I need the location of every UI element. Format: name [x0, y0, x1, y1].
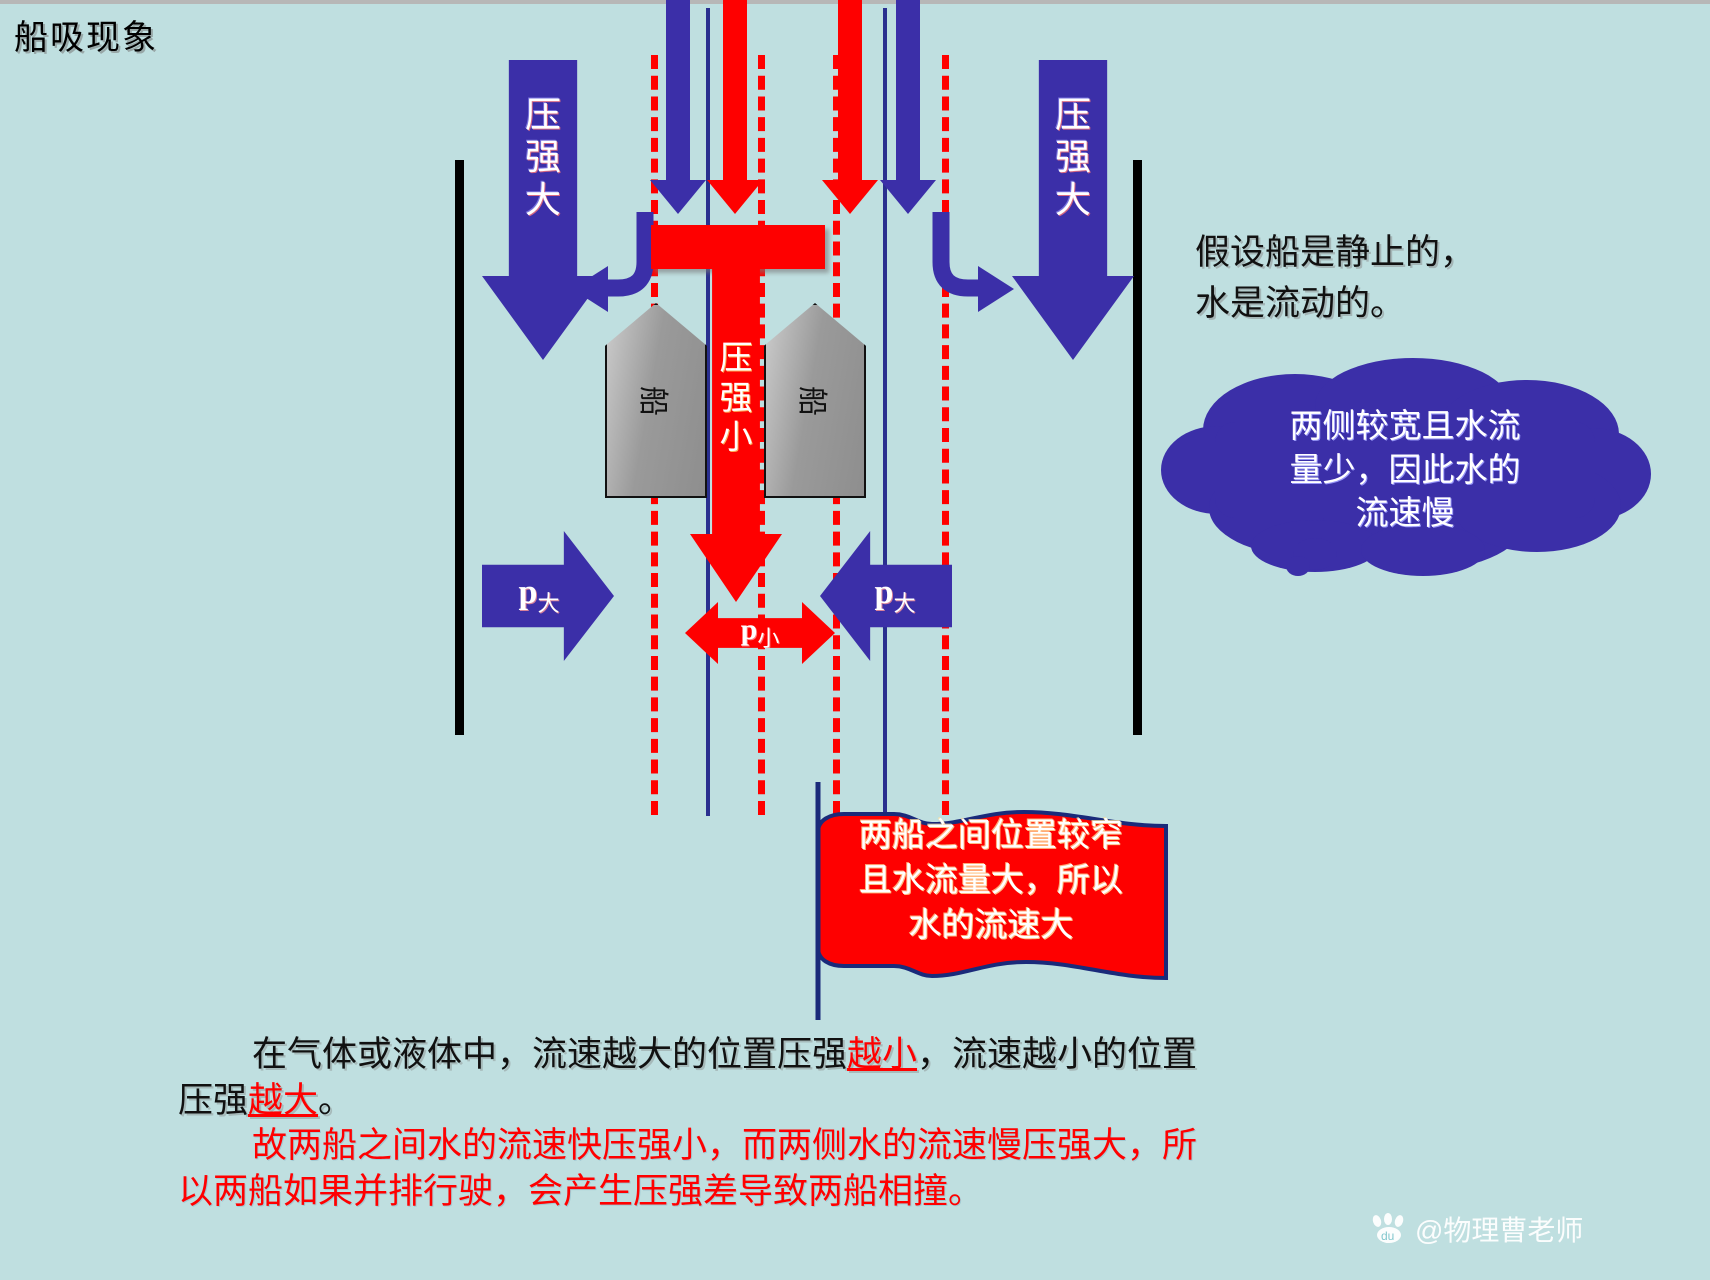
thought-cloud-line1: 两侧较宽且水流	[1289, 409, 1521, 445]
ship-right-label: 船	[795, 385, 828, 416]
label-char: 小	[719, 420, 753, 457]
flag-banner-line3: 水的流速大	[908, 907, 1074, 944]
pressure-symbol: p	[518, 574, 538, 612]
center-flow-cap-bar	[651, 225, 825, 269]
inflow-arrow-blue-2	[880, 0, 936, 214]
conclusion-p1-part-c: 压强	[178, 1080, 249, 1120]
conclusion-block: 在气体或液体中，流速越大的位置压强越小，流速越小的位置压强越大。 故两船之间水的…	[178, 1032, 1478, 1214]
streamline-dashed-2	[758, 55, 765, 815]
label-char: 强	[524, 137, 561, 178]
thought-cloud-text: 两侧较宽且水流 量少，因此水的 流速慢	[1155, 406, 1655, 537]
pressure-arrow-left-label: 压 强 大	[482, 94, 604, 221]
channel-wall-left	[455, 160, 464, 735]
thought-cloud-shape	[1161, 358, 1651, 576]
conclusion-paragraph-1: 在气体或液体中，流速越大的位置压强越小，流速越小的位置压强越大。	[178, 1032, 1478, 1123]
pressure-arrow-right-label: 压 强 大	[1012, 94, 1134, 221]
pressure-subscript: 大	[893, 590, 916, 616]
pressure-symbol: p	[740, 613, 758, 646]
ship-left-label: 船	[636, 385, 669, 416]
side-pressure-right-label: p大	[875, 574, 916, 618]
ship-left: 船	[605, 303, 707, 498]
conclusion-p1-highlight-2: 越大	[248, 1080, 319, 1120]
inflow-arrow-blue-1	[650, 0, 706, 214]
side-pressure-left-label: p大	[519, 574, 560, 618]
label-char: 压	[1054, 95, 1091, 135]
streamline-blue-right	[883, 8, 887, 816]
streamline-blue-left	[706, 8, 710, 816]
assumption-note-line2: 水是流动的。	[1195, 283, 1406, 323]
flag-banner-shape	[815, 782, 1168, 1020]
ship-right: 船	[764, 303, 866, 498]
pressure-arrow-right: 压 强 大	[1012, 60, 1134, 360]
pressure-arrow-left: 压 强 大	[482, 60, 604, 360]
label-char: 大	[1054, 179, 1091, 220]
conclusion-p1-part-b: ，流速越小的位置	[917, 1035, 1198, 1074]
watermark-handle: @物理曹老师	[1415, 1215, 1584, 1246]
conclusion-p1-highlight-1: 越小	[847, 1035, 918, 1074]
streamline-dashed-4	[942, 55, 949, 815]
label-char: 压	[719, 341, 753, 377]
center-pressure-label: p小	[741, 613, 780, 653]
hook-arrow-left	[605, 212, 654, 297]
label-char: 大	[524, 179, 561, 220]
baidu-logo-icon: du	[1371, 1213, 1406, 1244]
label-char: 强	[1054, 137, 1091, 178]
conclusion-p2-line2: 以两船如果并排行驶，会产生压强差导致两船相撞。	[178, 1171, 984, 1211]
side-pressure-arrow-left: p大	[482, 531, 614, 661]
flag-banner-text: 两船之间位置较窄 且水流量大，所以 水的流速大	[786, 814, 1196, 949]
channel-wall-right	[1133, 160, 1142, 735]
thought-cloud: 两侧较宽且水流 量少，因此水的 流速慢	[1155, 358, 1655, 588]
baidu-logo-text: du	[1381, 1229, 1395, 1243]
flag-banner: 两船之间位置较窄 且水流量大，所以 水的流速大	[786, 772, 1196, 1020]
top-strip	[0, 0, 1710, 4]
label-char: 强	[719, 380, 753, 417]
assumption-note-line1: 假设船是静止的，	[1195, 233, 1476, 272]
flag-banner-line1: 两船之间位置较窄	[859, 818, 1123, 854]
thought-cloud-line3: 流速慢	[1355, 496, 1455, 533]
conclusion-p2-line1: 故两船之间水的流速快压强小，而两侧水的流速慢压强大，所	[252, 1126, 1198, 1165]
pressure-subscript: 小	[757, 626, 780, 651]
pressure-subscript: 大	[537, 590, 560, 616]
hook-arrowhead-right	[978, 266, 1014, 312]
pressure-arrow-center-label: 压 强 小	[690, 340, 782, 459]
assumption-note: 假设船是静止的， 水是流动的。	[1195, 228, 1625, 330]
inflow-arrow-red-2	[822, 0, 878, 214]
conclusion-p1-part-a: 在气体或液体中，流速越大的位置压强	[252, 1035, 848, 1074]
page-title: 船吸现象	[14, 20, 158, 57]
label-char: 压	[524, 95, 561, 135]
flag-banner-line2: 且水流量大，所以	[859, 862, 1123, 899]
watermark: du @物理曹老师	[1371, 1209, 1584, 1249]
pressure-symbol: p	[874, 574, 894, 612]
conclusion-p1-part-d: 。	[318, 1080, 354, 1120]
thought-cloud-line2: 量少，因此水的	[1289, 452, 1521, 489]
conclusion-paragraph-2: 故两船之间水的流速快压强小，而两侧水的流速慢压强大，所以两船如果并排行驶，会产生…	[178, 1123, 1478, 1214]
inflow-arrow-red-1	[707, 0, 763, 214]
